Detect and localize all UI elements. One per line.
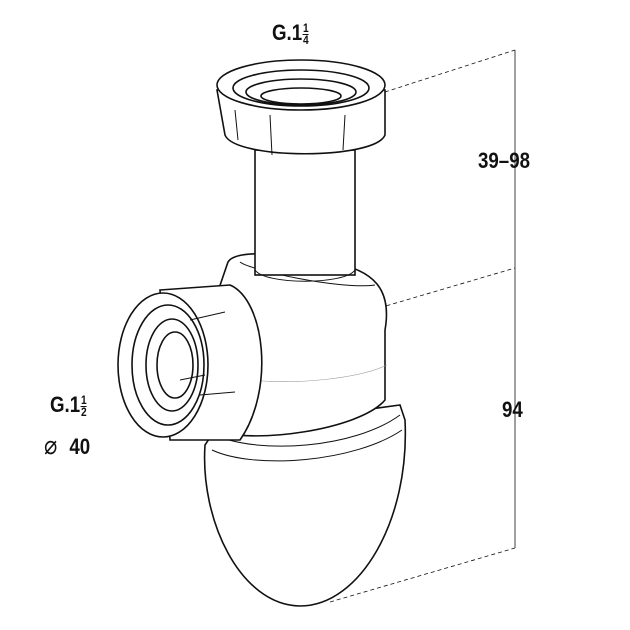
side-nut	[117, 284, 263, 441]
diameter-label: ⌀ 40	[44, 430, 90, 461]
thread-prefix: G.1	[50, 392, 81, 417]
diameter-value: 40	[69, 434, 91, 459]
numerator: 1	[302, 20, 309, 35]
top-nut	[216, 59, 386, 156]
denominator: 2	[80, 404, 87, 419]
dim-upper-label: 39–98	[478, 148, 531, 173]
denominator: 4	[302, 32, 309, 47]
dip-tube	[254, 149, 356, 276]
diameter-icon: ⌀	[44, 430, 58, 460]
thread-prefix: G.1	[272, 20, 303, 45]
numerator: 1	[80, 392, 87, 407]
dim-lower-label: 94	[502, 397, 523, 422]
bowl	[203, 404, 407, 607]
